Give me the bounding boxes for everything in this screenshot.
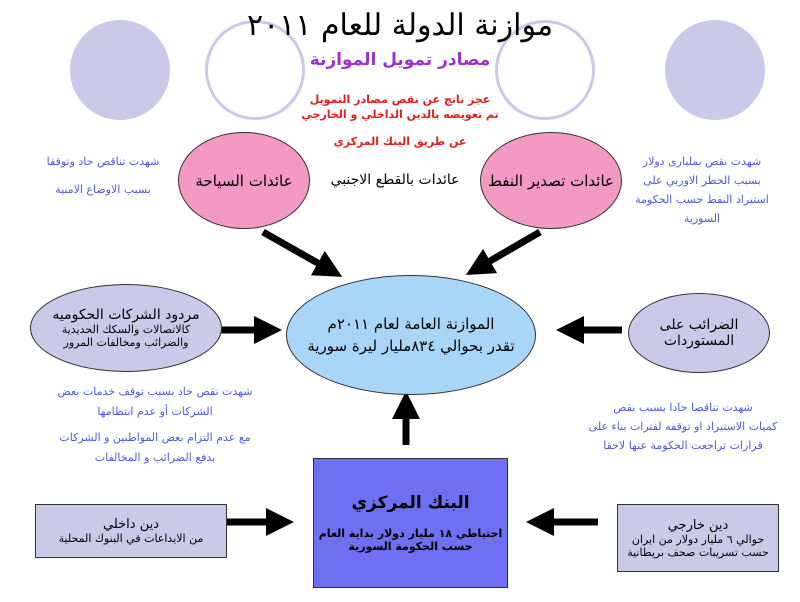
node-foreign-sector: عائدات بالقطع الاجنبي (330, 172, 460, 188)
decor-circle-2 (205, 20, 305, 120)
note-companies-1: شهدت نقص حاد بسبب توقف خدمات بعض الشركات… (30, 382, 280, 422)
node-budget: الموازنة العامة لعام ٢٠١١م تقدر بحوالي ٨… (286, 275, 536, 395)
node-central-bank: البنك المركزي احتياطي ١٨ مليار دولار بدا… (313, 458, 508, 588)
deficit-note: عجز ناتج عن نقص مصادر التمويل تم تعويضه … (250, 92, 550, 149)
deficit-note-line1: عجز ناتج عن نقص مصادر التمويل (309, 93, 491, 106)
node-import-taxes: الضرائب على المستوردات (628, 293, 770, 373)
decor-circle-4 (665, 20, 765, 120)
node-internal-debt: دين داخلي من الايداعات في البنوك المحلية (35, 504, 227, 558)
node-external-debt-line3: حسب تسريبات صحف بريطانية (627, 545, 769, 559)
node-external-debt-title: دين خارجي (667, 517, 729, 533)
note-oil-line2: بسبب الحظر الاوربي على (643, 174, 761, 187)
note-tourism-line2: بسبب الاوضاع الامنية (55, 183, 151, 196)
note-taxes: شهدت تناقصا حادا بسبب نقص كميات الاستيرا… (572, 398, 794, 455)
deficit-note-line3: عن طريق البنك المركزي (333, 135, 467, 148)
note-oil-line1: شهدت نقص بمليارى دولار (642, 155, 762, 168)
note-companies-2-line1: مع عدم التزام بعض المواطنين و الشركات (59, 431, 251, 444)
node-state-companies-line2: كالاتصالات والسكك الحديدية (61, 323, 191, 336)
note-tourism: شهدت تناقص حاد وتوقفا بسبب الاوضاع الامن… (28, 152, 178, 200)
node-budget-line2: تقدر بحوالي ٨٣٤مليار ليرة سورية (307, 337, 515, 355)
note-companies-2: مع عدم التزام بعض المواطنين و الشركات بد… (30, 428, 280, 468)
node-central-bank-line2: احتياطي ١٨ مليار دولار بداية العام (318, 527, 503, 540)
node-central-bank-title: البنك المركزي (351, 493, 470, 513)
note-taxes-line2: كميات الاستيراد او توقفه لفترات بناء على (588, 420, 778, 433)
decor-circle-1 (70, 20, 170, 120)
node-state-companies-title: مردود الشركات الحكوميه (52, 307, 200, 323)
note-companies-1-line2: الشركات أو عدم انتظامها (97, 405, 213, 418)
node-oil-export: عائدات تصدير النفط (480, 132, 622, 229)
node-tourism: عائدات السياحة (178, 132, 310, 229)
node-state-companies-line3: والضرائب ومخالفات المرور (63, 336, 189, 349)
node-import-taxes-line1: الضرائب على (659, 317, 739, 333)
note-companies-2-line2: بدفع الضرائب و المخالفات (94, 451, 216, 464)
node-external-debt-line2: حوالي ٦ مليار دولار من ايران (631, 532, 765, 546)
node-internal-debt-line2: من الايداعات في البنوك المحلية (58, 532, 204, 545)
note-oil-line4: السورية (683, 212, 721, 225)
node-tourism-label: عائدات السياحة (195, 171, 293, 190)
note-oil: شهدت نقص بمليارى دولار بسبب الحظر الاورب… (622, 152, 782, 228)
node-internal-debt-title: دين داخلي (103, 517, 160, 532)
node-budget-line1: الموازنة العامة لعام ٢٠١١م (327, 315, 495, 333)
node-import-taxes-line2: المستوردات (663, 333, 735, 349)
node-state-companies: مردود الشركات الحكوميه كالاتصالات والسكك… (30, 284, 222, 372)
page-title: موازنة الدولة للعام ٢٠١١ (246, 8, 554, 43)
note-taxes-line1: شهدت تناقصا حادا بسبب نقص (613, 401, 753, 414)
arrow-tourism-to-budget (261, 228, 343, 277)
decor-circle-3 (495, 20, 595, 120)
note-companies-1-line1: شهدت نقص حاد بسبب توقف خدمات بعض (57, 385, 253, 398)
deficit-note-line2: تم تعويضه بالدين الداخلي و الخارجي (301, 108, 499, 121)
node-oil-export-label: عائدات تصدير النفط (488, 171, 614, 190)
page-subtitle: مصادر تمويل الموازنة (309, 50, 491, 70)
node-external-debt: دين خارجي حوالي ٦ مليار دولار من ايران ح… (617, 504, 779, 572)
arrow-oil-to-budget (465, 228, 542, 276)
note-oil-line3: استيراد النفط حسب الحكومة (635, 193, 769, 206)
node-central-bank-line3: حسب الحكومة السورية (348, 540, 473, 553)
note-taxes-line3: قرارات تراجعت الحكومة عنها لاحقا (603, 439, 763, 452)
note-tourism-line1: شهدت تناقص حاد وتوقفا (46, 155, 160, 168)
